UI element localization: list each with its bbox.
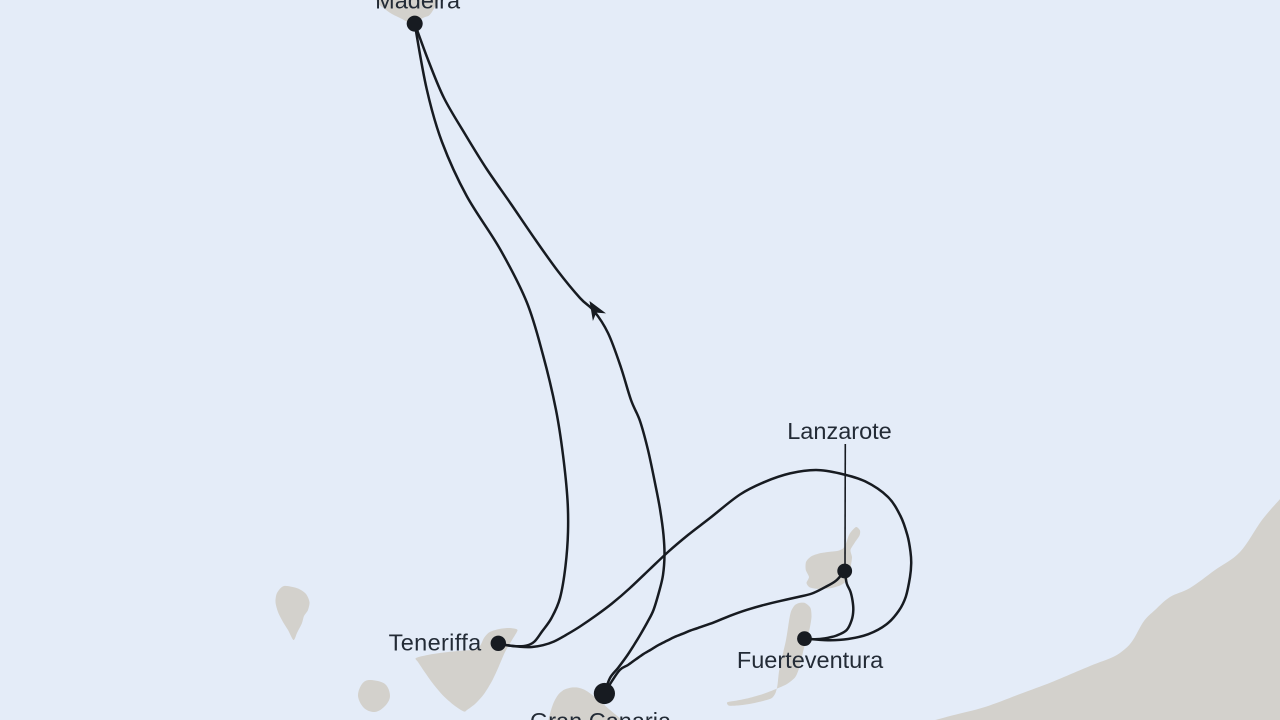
svg-text:Fuerteventura: Fuerteventura bbox=[737, 647, 884, 673]
svg-text:Madeira: Madeira bbox=[375, 0, 461, 14]
svg-text:Lanzarote: Lanzarote bbox=[787, 418, 892, 444]
svg-text:Teneriffa: Teneriffa bbox=[389, 630, 482, 656]
svg-text:Gran Canaria: Gran Canaria bbox=[530, 708, 672, 720]
